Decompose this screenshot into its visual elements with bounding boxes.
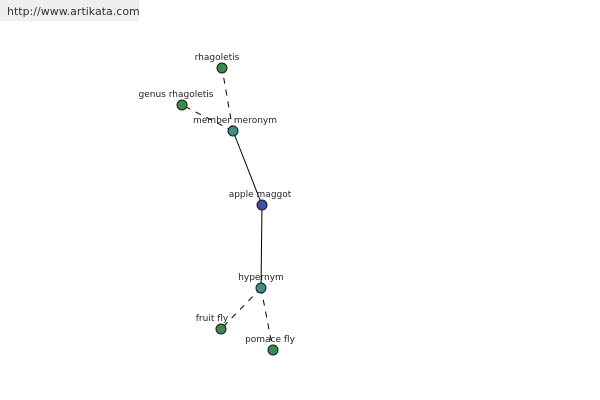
url-text[interactable]: http://www.artikata.com (7, 5, 140, 18)
node-dot-hypernym[interactable] (255, 282, 267, 294)
node-pomace-fly[interactable]: pomace fly (245, 335, 296, 356)
node-dot-fruit-fly[interactable] (215, 323, 227, 335)
node-label-hypernym: hypernym (238, 273, 284, 283)
node-label-genus-rhagoletis: genus rhagoletis (139, 90, 214, 100)
edge-hypernym-fruit-fly (220, 287, 262, 330)
node-dot-apple-maggot[interactable] (256, 199, 268, 211)
url-banner: http://www.artikata.com (0, 0, 140, 21)
node-dot-rhagoletis[interactable] (216, 62, 228, 74)
nodes-layer: apple maggot member meronym hypernym rhagol… (139, 53, 296, 356)
node-label-apple-maggot: apple maggot (229, 190, 292, 200)
node-dot-member-meronym[interactable] (227, 125, 239, 137)
node-genus-rhagoletis[interactable]: genus rhagoletis (139, 90, 214, 111)
node-rhagoletis[interactable]: rhagoletis (195, 53, 240, 74)
node-label-member-meronym: member meronym (193, 116, 277, 126)
node-hypernym[interactable]: hypernym (238, 273, 284, 294)
node-apple-maggot[interactable]: apple maggot (229, 190, 292, 211)
node-member-meronym[interactable]: member meronym (193, 116, 277, 137)
edge-apple-maggot-hypernym (260, 204, 263, 289)
edge-member-meronym-genus-rhagoletis (181, 104, 234, 132)
edge-member-meronym-rhagoletis (221, 67, 234, 132)
edge-apple-maggot-member-meronym (232, 130, 263, 206)
node-dot-genus-rhagoletis[interactable] (176, 99, 188, 111)
node-dot-pomace-fly[interactable] (267, 344, 279, 356)
node-fruit-fly[interactable]: fruit fly (196, 314, 229, 335)
edge-hypernym-pomace-fly (260, 287, 274, 351)
node-label-rhagoletis: rhagoletis (195, 53, 240, 63)
node-label-pomace-fly: pomace fly (245, 335, 296, 345)
edges-layer (181, 67, 274, 351)
node-label-fruit-fly: fruit fly (196, 314, 229, 324)
